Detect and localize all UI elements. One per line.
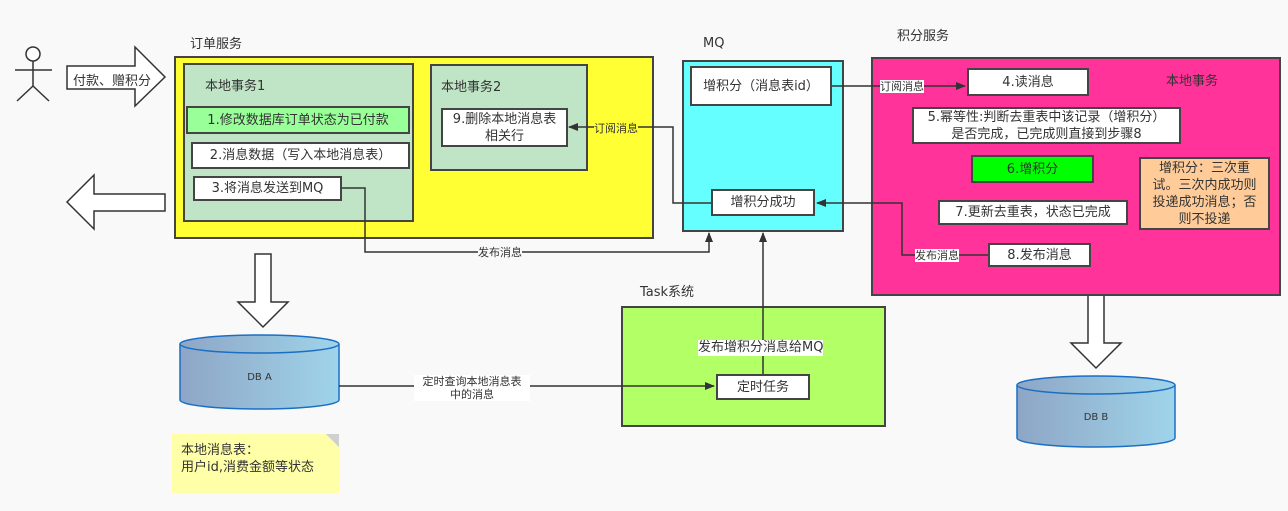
order-service-title: 订单服务 [190, 37, 243, 52]
step3-send-to-mq[interactable]: 3.将消息发送到MQ [193, 176, 342, 201]
step9-delete-local-message[interactable]: 9.删除本地消息表相关行 [441, 108, 568, 147]
points-service-title: 积分服务 [897, 29, 950, 44]
edge-label-poll-local-table: 定时查询本地消息表 中的消息 [414, 375, 530, 401]
step5-line2: 是否完成，已完成则直接到步骤8 [951, 126, 1142, 142]
edge-label-subscribe-tx2: 订阅消息 [594, 122, 638, 135]
edge-label-publish-order: 发布消息 [478, 246, 522, 259]
mq-message-add-points-success[interactable]: 增积分成功 [711, 189, 815, 216]
return-arrow-icon [65, 173, 166, 231]
edge-label-poll-line1: 定时查询本地消息表 [422, 375, 522, 388]
edge-label-publish-points: 发布消息 [915, 249, 959, 262]
edge-label-task-to-mq: 发布增积分消息给MQ [698, 340, 824, 356]
db-a-icon[interactable] [179, 334, 340, 410]
step2-write-local-message[interactable]: 2.消息数据（写入本地消息表） [191, 142, 410, 169]
edge-label-poll-line2: 中的消息 [450, 388, 494, 401]
retry-policy-note: 增积分：三次重试。三次内成功则投递成功消息；否则不投递 [1139, 157, 1270, 230]
step6-add-points[interactable]: 6.增积分 [971, 155, 1094, 183]
db-b-icon[interactable] [1016, 375, 1176, 448]
edge-publish-order-to-mq [342, 187, 713, 253]
step5-idempotency-check[interactable]: 5.幂等性:判断去重表中该记录（增积分） 是否完成，已完成则直接到步骤8 [912, 107, 1181, 144]
note-line2: 用户id,消费金额等状态 [181, 460, 314, 475]
step8-publish-message[interactable]: 8.发布消息 [988, 243, 1091, 267]
step1-update-order-status[interactable]: 1.修改数据库订单状态为已付款 [186, 106, 410, 134]
points-local-tx-label: 本地事务 [1166, 74, 1219, 89]
pay-arrow-shape [66, 45, 167, 108]
step5-line1: 5.幂等性:判断去重表中该记录（增积分） [927, 109, 1166, 125]
edge-label-subscribe-points: 订阅消息 [880, 80, 924, 93]
down-arrow-db-b-icon [1069, 294, 1123, 370]
actor-icon [15, 46, 52, 102]
mq-message-add-points[interactable]: 增积分（消息表id） [690, 66, 832, 106]
step7-update-dedup-table[interactable]: 7.更新去重表，状态已完成 [938, 200, 1128, 225]
task-system-container[interactable] [621, 306, 886, 427]
local-tx1-title: 本地事务1 [205, 79, 266, 94]
scheduled-task[interactable]: 定时任务 [716, 374, 810, 400]
local-message-table-note: 本地消息表： 用户id,消费金额等状态 [172, 434, 339, 493]
db-a-label: DB A [247, 372, 272, 383]
local-tx2-title: 本地事务2 [441, 80, 502, 95]
pay-arrow-label: 付款、赠积分 [73, 74, 152, 89]
mq-title: MQ [703, 36, 725, 51]
db-b-label: DB B [1083, 412, 1109, 423]
note-line1: 本地消息表： [181, 443, 260, 458]
down-arrow-db-a-icon [236, 253, 290, 329]
task-system-title: Task系统 [640, 285, 695, 300]
step4-read-message[interactable]: 4.读消息 [967, 68, 1089, 96]
